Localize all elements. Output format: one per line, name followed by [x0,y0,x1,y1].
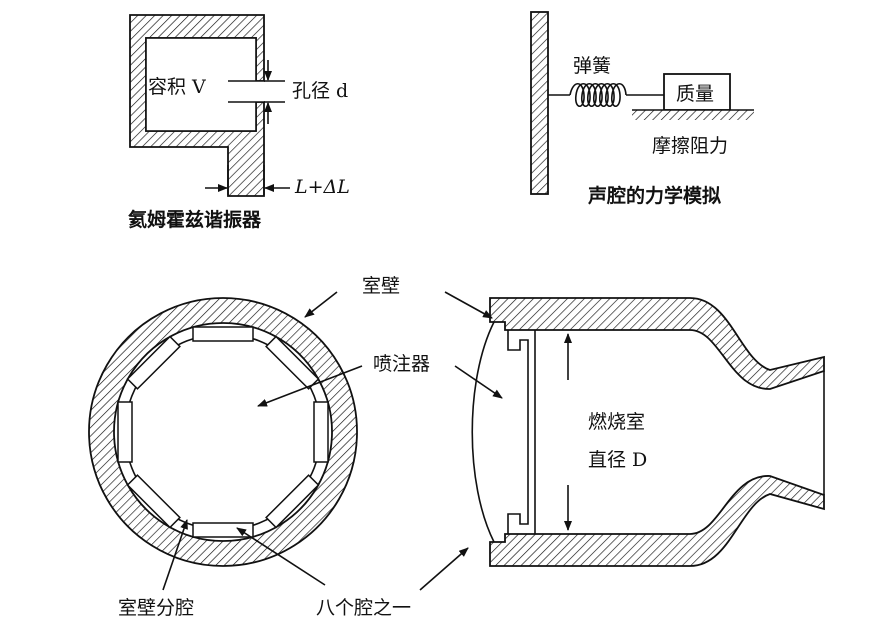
chamber-diameter-label: 直径 D [588,449,647,471]
volume-label: 容积 V [148,76,206,98]
upper-chamber-wall [489,297,825,390]
cavity-label: 八个腔之一 [316,597,411,619]
cavity-ring [117,326,329,538]
combustion-chamber-label: 燃烧室 [588,411,645,433]
fixed-wall [530,11,549,195]
length-label: L+ΔL [294,176,350,198]
friction-ground [632,110,754,120]
friction-label: 摩擦阻力 [652,135,728,157]
chamber-wall-label: 室壁 [362,275,400,297]
spring-label: 弹簧 [573,55,611,77]
spring [569,82,627,108]
chamber-cross-section [88,297,358,567]
helmholtz-caption: 氦姆霍兹谐振器 [128,208,262,231]
mechanical-analogy: 弹簧 质量 摩擦阻力 声腔的力学模拟 [530,11,754,207]
injector-label: 喷注器 [373,353,430,375]
chamber-side-section [471,297,825,567]
helmholtz-resonator: 容积 V 孔径 d L+ΔL 氦姆霍兹谐振器 [128,14,350,231]
chamber-wall-ring [88,297,358,567]
partition-label: 室壁分腔 [118,597,194,619]
hole-diameter-label: 孔径 d [292,80,348,102]
mass-label: 质量 [676,83,714,105]
lower-chamber-wall [489,475,825,567]
mechanical-caption: 声腔的力学模拟 [587,184,721,207]
